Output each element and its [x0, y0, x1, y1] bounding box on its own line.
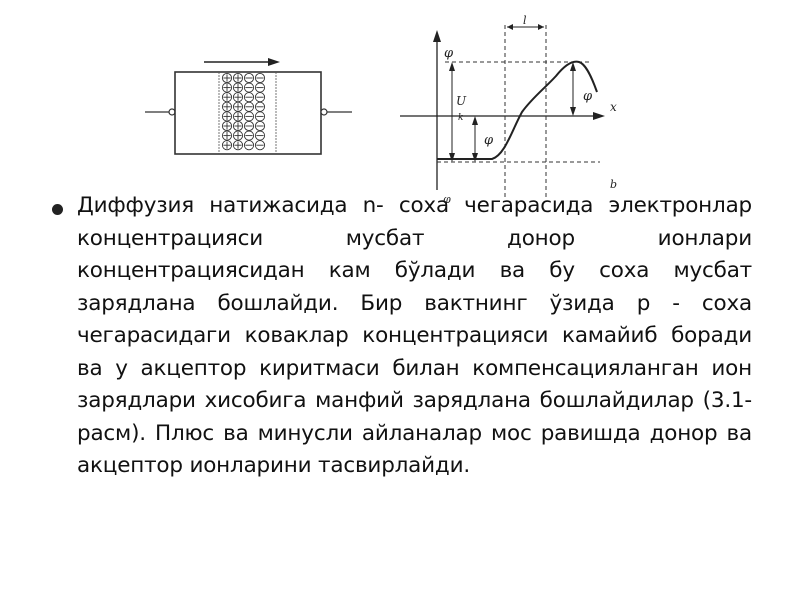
width-marker-right-head — [538, 24, 544, 30]
bullet-text: Диффузия натижасида n- соха чегарасида э… — [77, 193, 752, 478]
potential-graph: φ U k φ φ x l b φ — [400, 14, 617, 206]
ion-grid — [221, 72, 266, 151]
phi-right-arrow-bottom — [570, 107, 576, 116]
label-U: U — [456, 94, 467, 108]
label-b: b — [610, 178, 617, 191]
width-marker-left-head — [507, 24, 513, 30]
label-x: x — [610, 100, 617, 114]
label-phi-right: φ — [583, 89, 593, 104]
label-k: k — [458, 113, 463, 123]
phi-axis-arrow — [433, 30, 441, 42]
x-axis-arrow — [593, 112, 605, 120]
figures: φ U k φ φ x l b φ — [145, 14, 617, 206]
left-terminal — [168, 108, 176, 116]
label-phi-mid: φ — [484, 133, 494, 148]
label-l: l — [523, 14, 527, 27]
phi-right-arrow-top — [570, 62, 576, 71]
bullet-dot-icon — [52, 204, 63, 215]
phi-lower-arrow-bottom — [472, 153, 478, 162]
bullet-item: Диффузия натижасида n- соха чегарасида э… — [52, 190, 752, 483]
phi-lower-arrow-top — [472, 116, 478, 125]
uk-arrow-top — [449, 62, 455, 71]
label-phi-top: φ — [444, 46, 454, 61]
field-arrow-head — [268, 58, 280, 66]
label-phi-bottom: φ — [443, 193, 451, 206]
right-terminal — [320, 108, 328, 116]
pn-junction-diagram — [145, 58, 352, 155]
potential-curve — [437, 60, 598, 160]
uk-arrow-bottom — [449, 153, 455, 162]
